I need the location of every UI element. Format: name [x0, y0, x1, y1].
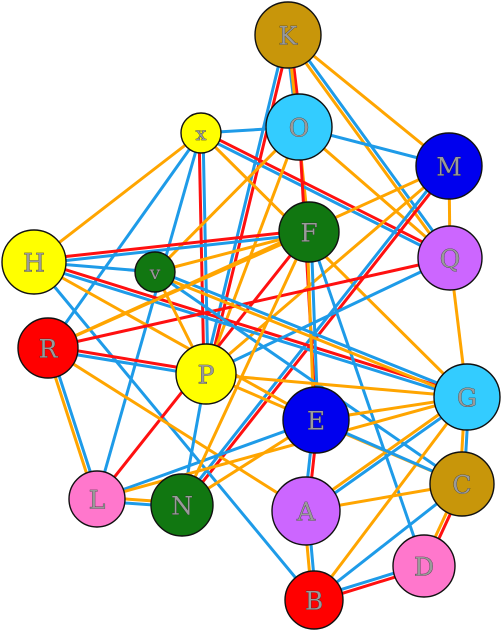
edge-L-G-orange — [96, 395, 468, 501]
edge-N-F-orange — [180, 231, 311, 506]
edge-x-R-blue — [46, 132, 203, 349]
node-label-G: G — [457, 384, 477, 413]
node-label-N: N — [171, 492, 193, 521]
node-circle-N — [150, 473, 214, 537]
edge-O-P-orange — [204, 126, 301, 375]
node-circle-O — [265, 93, 333, 161]
node-E[interactable]: E — [282, 386, 350, 454]
node-x[interactable]: x — [180, 112, 222, 154]
edge-E-L-blue — [96, 418, 317, 501]
node-circle-P — [175, 343, 237, 405]
edge-R-F-orange — [47, 230, 310, 350]
node-label-B: B — [305, 587, 323, 616]
edge-x-L-blue — [95, 132, 203, 500]
node-N[interactable]: N — [150, 473, 214, 537]
node-label-F: F — [300, 219, 317, 248]
edge-x-Q-blue — [199, 133, 450, 262]
node-label-C: C — [452, 471, 471, 500]
node-K[interactable]: K — [254, 1, 322, 69]
node-label-Q: Q — [440, 245, 461, 274]
edge-M-P-orange — [205, 164, 450, 376]
node-label-A: A — [296, 498, 316, 527]
node-label-K: K — [279, 22, 299, 51]
edge-K-Q-orange — [285, 35, 450, 261]
edge-K-M-orange — [287, 33, 450, 168]
edge-Q-P-blue — [205, 256, 451, 376]
node-P[interactable]: P — [175, 343, 237, 405]
edge-R-A-orange — [47, 346, 307, 513]
node-C[interactable]: C — [429, 451, 495, 517]
node-circle-F — [278, 201, 340, 263]
edge-F-D-blue — [307, 231, 426, 567]
node-circle-A — [271, 476, 341, 546]
node-label-v: v — [149, 262, 161, 284]
edge-H-F-red — [33, 228, 309, 262]
node-A[interactable]: A — [271, 476, 341, 546]
node-label-H: H — [23, 249, 45, 278]
edge-Q-R-red — [47, 256, 451, 350]
node-circle-L — [68, 470, 126, 528]
node-O[interactable]: O — [265, 93, 333, 161]
node-v[interactable]: v — [134, 251, 176, 293]
edge-G-B-orange — [312, 396, 469, 601]
node-G[interactable]: G — [433, 363, 501, 431]
node-circle-G — [433, 363, 501, 431]
edge-P-G-orange — [205, 372, 468, 399]
node-circle-E — [282, 386, 350, 454]
node-label-R: R — [39, 335, 59, 364]
node-B[interactable]: B — [284, 570, 344, 630]
edge-x-Q-red — [201, 129, 452, 258]
node-circle-M — [415, 132, 483, 200]
node-circle-v — [134, 251, 176, 293]
edge-H-E-orange — [33, 260, 317, 422]
edge-H-F-blue — [34, 232, 310, 266]
node-D[interactable]: D — [392, 534, 456, 598]
edge-H-B-blue — [32, 261, 316, 601]
node-circle-K — [254, 1, 322, 69]
node-circle-R — [17, 317, 79, 379]
node-circle-H — [1, 229, 67, 295]
edge-M-N-red — [182, 166, 452, 508]
node-label-P: P — [198, 361, 215, 390]
node-circle-B — [284, 570, 344, 630]
node-H[interactable]: H — [1, 229, 67, 295]
node-L[interactable]: L — [68, 470, 126, 528]
edge-x-H-orange — [33, 131, 202, 264]
node-label-E: E — [307, 407, 325, 436]
edge-v-G-blue — [155, 268, 469, 397]
edge-H-G-red — [34, 258, 469, 397]
node-circle-x — [180, 112, 222, 154]
node-R[interactable]: R — [17, 317, 79, 379]
node-label-O: O — [289, 114, 310, 143]
node-circle-C — [429, 451, 495, 517]
node-F[interactable]: F — [278, 201, 340, 263]
node-circle-Q — [417, 225, 483, 291]
edge-x-P-blue — [201, 132, 210, 374]
node-label-x: x — [196, 123, 207, 145]
node-label-L: L — [89, 486, 106, 515]
edge-v-G-orange — [153, 272, 467, 401]
node-Q[interactable]: Q — [417, 225, 483, 291]
edge-v-C-blue — [154, 270, 463, 486]
node-label-D: D — [414, 553, 434, 582]
node-label-M: M — [436, 153, 462, 182]
node-M[interactable]: M — [415, 132, 483, 200]
node-circle-D — [392, 534, 456, 598]
edge-x-P-red — [197, 133, 206, 375]
edge-H-G-blue — [32, 262, 467, 401]
